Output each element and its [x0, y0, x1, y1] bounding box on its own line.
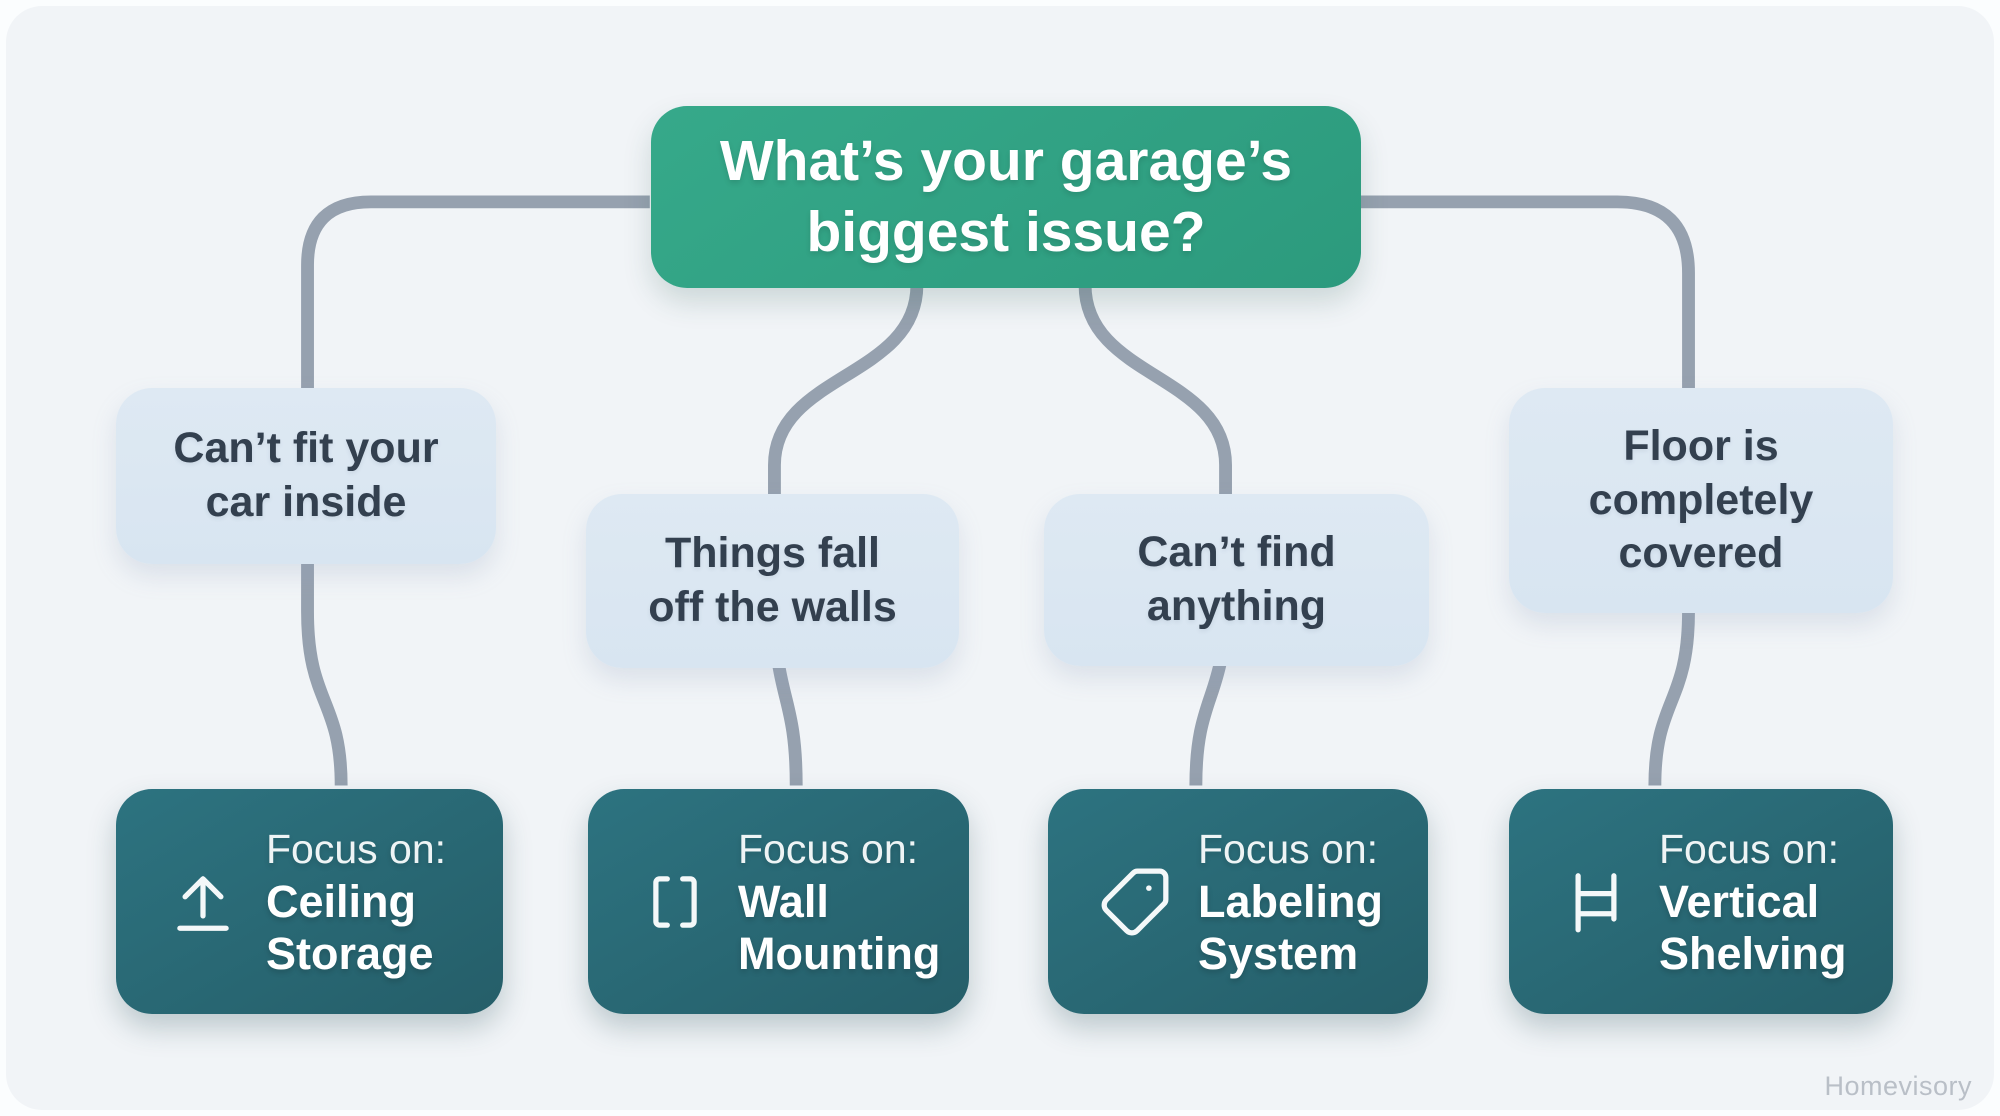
watermark-brand: Homevisory	[1824, 1071, 1972, 1101]
connector-branch-2	[768, 284, 924, 786]
issue-node-cant-find: Can’t find anything	[1044, 494, 1429, 666]
issue-text: Things fall off the walls	[648, 529, 897, 631]
issue-text: Can’t fit your car inside	[173, 424, 439, 526]
focus-text: Focus on: Ceiling Storage	[266, 825, 447, 980]
connector-branch-1	[301, 195, 650, 786]
focus-text: Focus on: Labeling System	[1198, 825, 1384, 980]
tag-icon	[1098, 865, 1172, 939]
ladder-shelf-icon	[1559, 865, 1633, 939]
root-question-node: What’s your garage’s biggest issue?	[651, 106, 1361, 288]
focus-node-labeling-system: Focus on: Labeling System	[1048, 789, 1428, 1014]
focus-node-ceiling-storage: Focus on: Ceiling Storage	[116, 789, 503, 1014]
issue-text: Can’t find anything	[1137, 528, 1336, 630]
brackets-icon	[638, 865, 712, 939]
upload-arrow-icon	[166, 865, 240, 939]
connector-branch-3	[1078, 284, 1232, 786]
issue-node-floor-covered: Floor is completely covered	[1509, 388, 1893, 613]
focus-text: Focus on: Vertical Shelving	[1659, 825, 1847, 980]
infographic-panel: What’s your garage’s biggest issue? Can’…	[6, 6, 1994, 1110]
root-question-text: What’s your garage’s biggest issue?	[719, 128, 1293, 264]
focus-text: Focus on: Wall Mounting	[738, 825, 941, 980]
focus-node-wall-mounting: Focus on: Wall Mounting	[588, 789, 969, 1014]
issue-text: Floor is completely covered	[1588, 421, 1814, 578]
issue-node-things-fall: Things fall off the walls	[586, 494, 959, 668]
issue-node-cant-fit-car: Can’t fit your car inside	[116, 388, 496, 564]
focus-node-vertical-shelving: Focus on: Vertical Shelving	[1509, 789, 1893, 1014]
